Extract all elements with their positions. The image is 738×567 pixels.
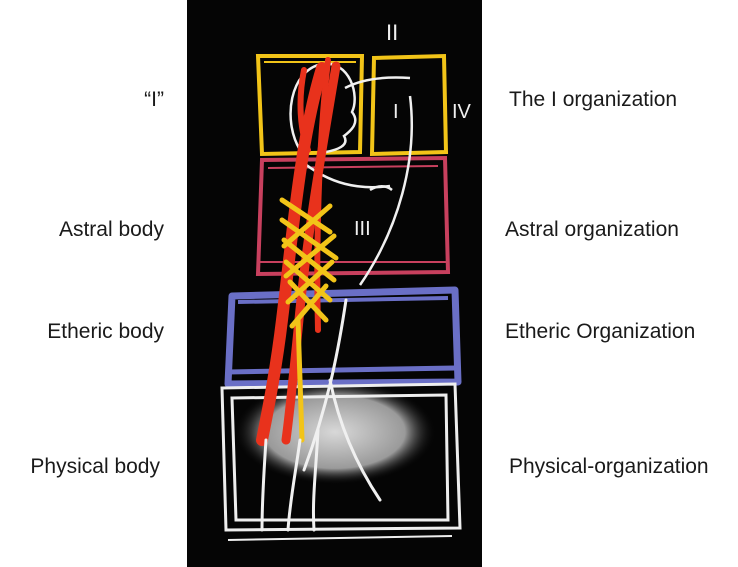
roman-iii: III xyxy=(354,218,371,240)
roman-ii: II xyxy=(386,20,398,45)
roman-iv: IV xyxy=(452,101,472,123)
roman-i: I xyxy=(393,101,399,123)
